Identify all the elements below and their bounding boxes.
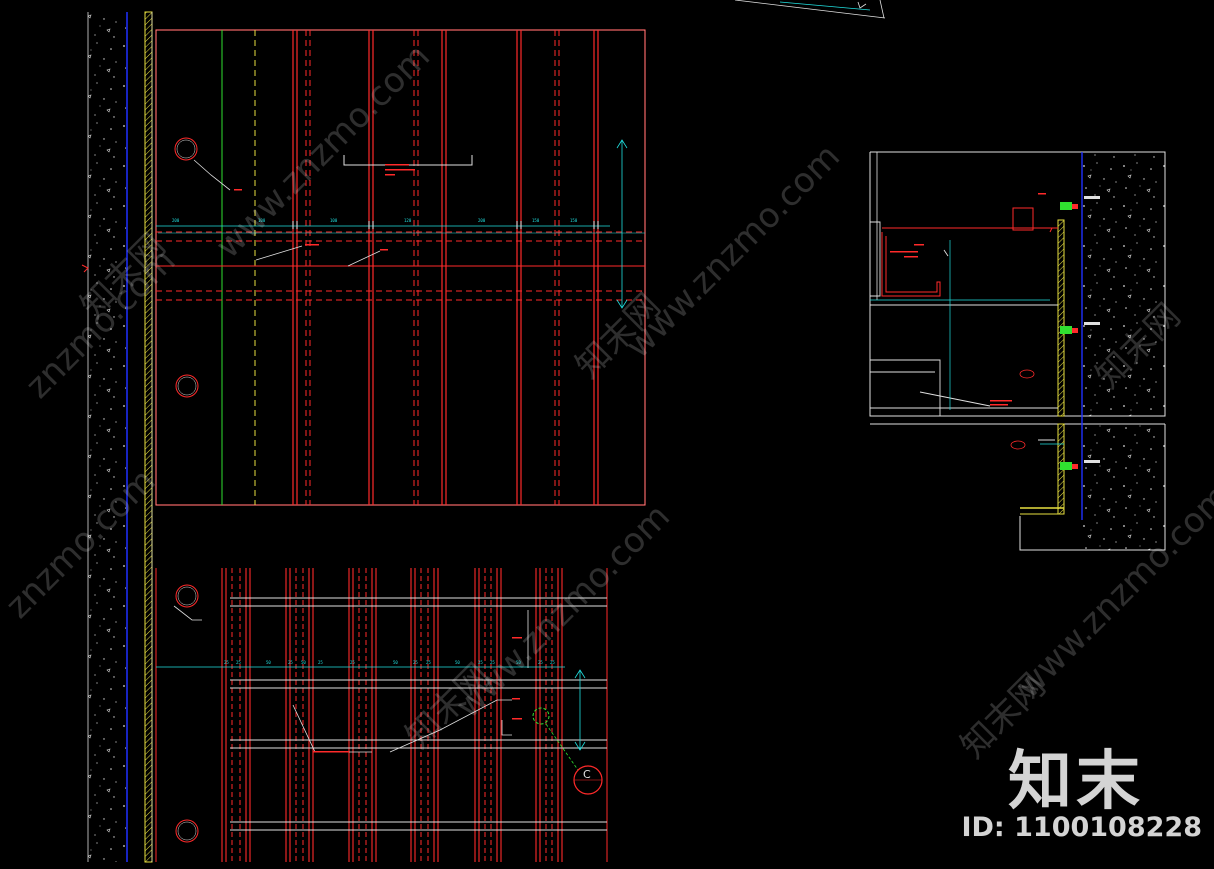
dimension-text-top: 200 100 100 120 200 150 150 <box>172 218 578 223</box>
dim-label: 25 <box>550 660 555 665</box>
leader-lines-top <box>193 159 381 267</box>
leader-notes-top <box>234 164 415 251</box>
horizontal-rails-bottom <box>230 597 607 831</box>
leader-lines-bottom <box>173 605 529 753</box>
asset-id-label: ID: 1100108228 <box>961 812 1202 843</box>
partial-detail-top <box>734 0 886 19</box>
dimension-line-bottom <box>156 666 586 751</box>
section-bracket <box>343 155 473 166</box>
watermark-site-www: www.znzmo.com <box>618 136 848 366</box>
dim-label: 25 <box>224 660 229 665</box>
dim-label: 25 <box>426 660 431 665</box>
detail-marker-label: C <box>583 768 591 781</box>
watermark-site: znzmo.com <box>0 461 164 626</box>
dimension-ticks-top <box>292 221 599 229</box>
dim-label: 100 <box>330 218 338 223</box>
dim-label: 200 <box>478 218 486 223</box>
dim-label: 50 <box>393 660 398 665</box>
detail-callout-c: C <box>532 707 603 795</box>
brand-logo-text: 知末 <box>1008 745 1144 819</box>
dim-label: 25 <box>236 660 241 665</box>
concrete-wall-left <box>87 11 153 863</box>
dim-label: 200 <box>172 218 180 223</box>
watermark-site-www: www.znzmo.com <box>448 496 678 726</box>
watermark-site-www: www.znzmo.com <box>208 36 438 266</box>
dim-label: 25 <box>288 660 293 665</box>
lower-elevation-panel: 25 25 50 25 50 25 25 50 25 25 50 25 25 5… <box>155 568 608 862</box>
section-detail-right <box>869 151 1166 551</box>
dim-label: 50 <box>266 660 271 665</box>
section-annotations <box>890 193 1046 450</box>
dim-label: 25 <box>538 660 543 665</box>
break-mark <box>81 264 89 273</box>
upper-elevation-panel: 200 100 100 120 200 150 150 <box>155 29 646 506</box>
dimension-text-bottom: 25 25 50 25 50 25 25 50 25 25 50 25 25 5… <box>224 660 555 665</box>
dim-label: 25 <box>318 660 323 665</box>
dim-label: 50 <box>516 660 521 665</box>
dim-label: 25 <box>350 660 355 665</box>
dim-label: 100 <box>258 218 266 223</box>
grid-bubble-top <box>174 137 199 398</box>
dim-label: 120 <box>404 218 412 223</box>
dim-label: 150 <box>570 218 578 223</box>
dim-label: 50 <box>455 660 460 665</box>
leader-notes-bottom <box>313 637 522 753</box>
dim-label: 25 <box>490 660 495 665</box>
dim-label: 25 <box>478 660 483 665</box>
dimension-line-top <box>156 139 645 309</box>
dim-label: 50 <box>301 660 306 665</box>
dim-label: 25 <box>413 660 418 665</box>
dim-label: 150 <box>532 218 540 223</box>
grid-bubble-bottom <box>175 584 199 843</box>
